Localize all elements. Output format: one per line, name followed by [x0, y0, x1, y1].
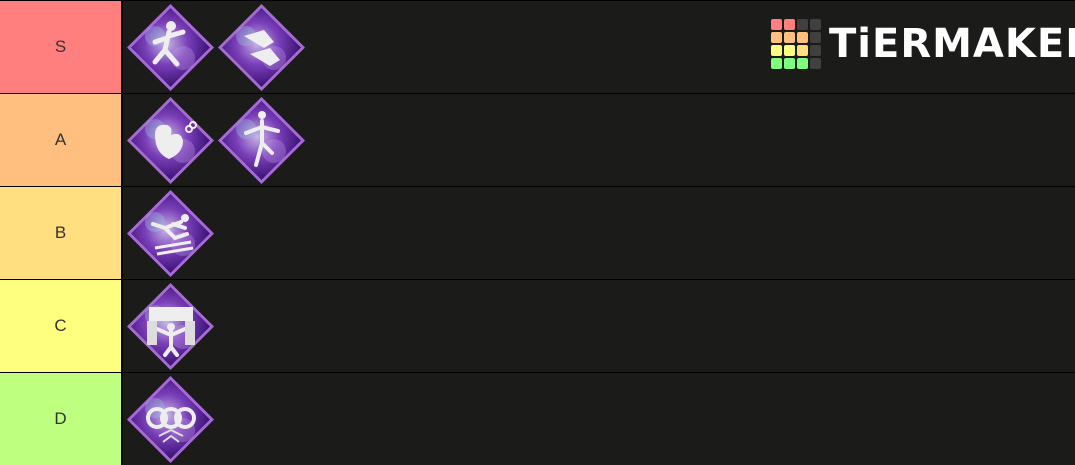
tier-label: D [0, 373, 123, 465]
tier-row-a: A [0, 94, 1075, 186]
tier-items[interactable] [123, 280, 1075, 372]
logo-grid-cell [810, 32, 821, 43]
tier-items[interactable] [123, 187, 1075, 279]
logo-grid-cell [797, 58, 808, 69]
logo-grid-cell [797, 45, 808, 56]
logo-grid-icon [771, 19, 821, 69]
hurdle-jump-perk-icon[interactable] [125, 188, 216, 279]
logo-grid-cell [771, 58, 782, 69]
tier-row-s: S [0, 1, 1075, 93]
running-figure-perk-icon[interactable] [125, 2, 216, 93]
door-breaker-perk-icon[interactable] [125, 281, 216, 372]
rings-perk-icon[interactable] [125, 374, 216, 465]
heart-perk-icon[interactable] [125, 95, 216, 186]
balancing-figure-perk-icon[interactable] [216, 95, 307, 186]
tier-row-c: C [0, 280, 1075, 372]
tier-label: S [0, 1, 123, 93]
logo-grid-cell [810, 45, 821, 56]
logo-grid-cell [797, 19, 808, 30]
logo-grid-cell [784, 58, 795, 69]
tier-label: C [0, 280, 123, 372]
logo-grid-cell [810, 58, 821, 69]
tier-row-b: B [0, 187, 1075, 279]
tier-items[interactable] [123, 373, 1075, 465]
logo-grid-cell [784, 19, 795, 30]
logo-grid-cell [784, 32, 795, 43]
logo-grid-cell [784, 45, 795, 56]
tier-items[interactable] [123, 1, 1075, 93]
tier-label: B [0, 187, 123, 279]
sneakers-perk-icon[interactable] [216, 2, 307, 93]
logo-grid-cell [797, 32, 808, 43]
logo-grid-cell [771, 32, 782, 43]
logo-text: TiERMAKER [829, 21, 1075, 67]
tier-label: A [0, 94, 123, 186]
tiermaker-logo: TiERMAKER [771, 19, 1075, 69]
logo-grid-cell [771, 19, 782, 30]
tier-row-d: D [0, 373, 1075, 465]
logo-grid-cell [810, 19, 821, 30]
logo-grid-cell [771, 45, 782, 56]
tier-items[interactable] [123, 94, 1075, 186]
